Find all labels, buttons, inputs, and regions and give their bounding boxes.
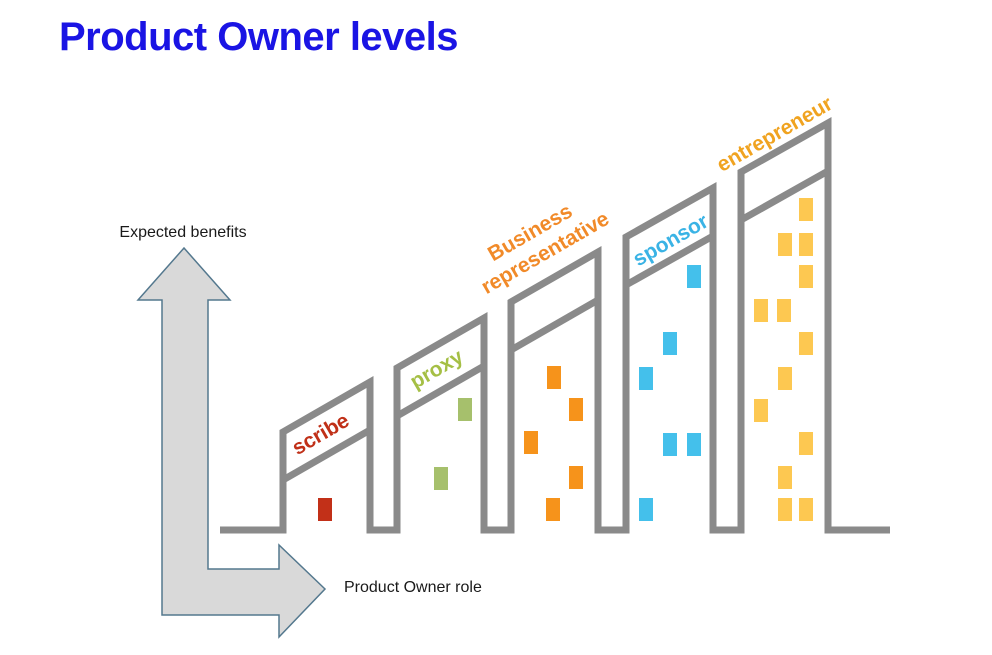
band-divider-entrepreneur bbox=[739, 167, 830, 224]
axes-arrow bbox=[136, 246, 327, 639]
benefit-square bbox=[799, 265, 813, 288]
benefit-square bbox=[639, 498, 653, 521]
page-title: Product Owner levels bbox=[59, 15, 458, 59]
benefit-square bbox=[778, 498, 792, 521]
band-divider-business-representative bbox=[509, 296, 600, 354]
band-divider-proxy bbox=[395, 362, 486, 420]
benefit-square bbox=[799, 233, 813, 256]
benefit-square bbox=[569, 466, 583, 489]
band-divider-sponsor bbox=[624, 232, 715, 289]
benefit-square bbox=[754, 399, 768, 422]
sponsor-squares bbox=[639, 265, 701, 521]
benefit-square bbox=[524, 431, 538, 454]
benefit-square bbox=[778, 466, 792, 489]
staircase-outline bbox=[220, 117, 890, 534]
scribe-squares bbox=[318, 498, 332, 521]
benefit-square bbox=[778, 367, 792, 390]
x-axis-label: Product Owner role bbox=[344, 579, 482, 596]
benefit-square bbox=[777, 299, 791, 322]
proxy-squares bbox=[434, 398, 472, 490]
benefit-square bbox=[687, 433, 701, 456]
level-band-dividers bbox=[281, 167, 830, 484]
benefit-square bbox=[547, 366, 561, 389]
benefit-square bbox=[778, 233, 792, 256]
benefit-square bbox=[569, 398, 583, 421]
benefit-square bbox=[754, 299, 768, 322]
benefit-square bbox=[799, 332, 813, 355]
benefit-square bbox=[458, 398, 472, 421]
benefit-square bbox=[318, 498, 332, 521]
band-divider-scribe bbox=[281, 426, 372, 484]
benefit-square bbox=[639, 367, 653, 390]
entrepreneur-squares bbox=[754, 198, 813, 521]
y-axis-label: Expected benefits bbox=[119, 224, 246, 241]
business-representative-squares bbox=[524, 366, 583, 521]
squares-layer bbox=[318, 198, 813, 521]
benefit-square bbox=[546, 498, 560, 521]
benefit-square bbox=[799, 198, 813, 221]
benefit-square bbox=[663, 332, 677, 355]
benefit-square bbox=[434, 467, 448, 490]
benefit-square bbox=[687, 265, 701, 288]
benefit-square bbox=[799, 432, 813, 455]
benefit-square bbox=[663, 433, 677, 456]
benefit-square bbox=[799, 498, 813, 521]
